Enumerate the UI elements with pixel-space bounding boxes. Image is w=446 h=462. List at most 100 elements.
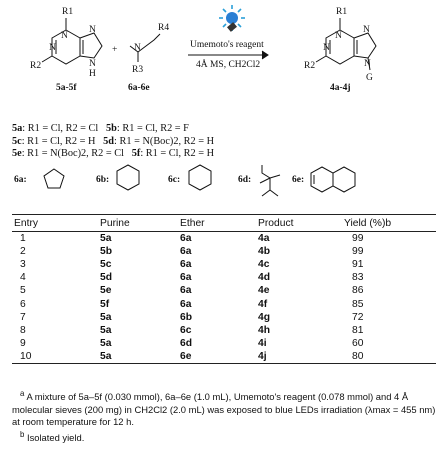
- col-purine: Purine: [100, 214, 180, 232]
- svg-text:N: N: [89, 59, 96, 69]
- r1-label: R1: [62, 7, 73, 17]
- svg-text:6a:: 6a:: [14, 175, 27, 185]
- table-cell: 6a: [180, 272, 192, 284]
- table-cell: 4d: [258, 272, 271, 284]
- reagent-label: Umemoto's reagent: [190, 40, 264, 50]
- svg-text:H: H: [89, 69, 96, 79]
- table-cell: 6b: [180, 311, 193, 323]
- col-ether: Ether: [180, 214, 258, 232]
- blue-led-icon: [219, 5, 245, 32]
- table-cell: 72: [352, 311, 364, 323]
- table-cell: 91: [352, 259, 364, 271]
- table-cell: 6a: [180, 246, 192, 258]
- r4-label: R4: [158, 23, 169, 33]
- table-header-row: Entry Purine Ether Product Yield (%)b: [12, 214, 436, 232]
- substrate-list: 5a: R1 = Cl, R2 = Cl 5b: R1 = Cl, R2 = F…: [12, 123, 442, 161]
- svg-text:R2: R2: [304, 61, 315, 71]
- svg-text:N: N: [89, 25, 96, 35]
- r2-label: R2: [30, 61, 41, 71]
- table-cell: 6a: [180, 233, 192, 245]
- table-row: 6 5f 6a 4f 85: [12, 297, 436, 310]
- table-cell: 5a: [100, 337, 112, 349]
- g-label: G: [366, 73, 373, 83]
- table-cell: 6d: [180, 337, 193, 349]
- table-cell: 5b: [100, 246, 113, 258]
- table-cell: 4g: [258, 311, 271, 323]
- footnote-b: b Isolated yield.: [20, 429, 85, 443]
- table-cell: 6e: [180, 349, 258, 364]
- table-cell: 81: [352, 324, 364, 336]
- col-entry: Entry: [12, 214, 100, 232]
- plus-sign: +: [112, 45, 117, 55]
- table-cell: 10: [12, 349, 100, 364]
- svg-text:6d:: 6d:: [238, 175, 251, 185]
- table-cell: 4b: [258, 246, 271, 258]
- svg-text:N: N: [134, 43, 141, 53]
- col-product: Product: [258, 214, 344, 232]
- table-cell: 5c: [100, 259, 112, 271]
- table-cell: 99: [352, 233, 364, 245]
- table-cell: 60: [352, 337, 364, 349]
- footnote-a: a A mixture of 5a–5f (0.030 mmol), 6a–6e…: [12, 389, 436, 428]
- substrate-row: 5a: R1 = Cl, R2 = Cl 5b: R1 = Cl, R2 = F: [12, 123, 189, 134]
- svg-text:6b:: 6b:: [96, 175, 109, 185]
- svg-text:N: N: [363, 25, 370, 35]
- table-cell: 4i: [258, 337, 267, 349]
- r3-label: R3: [132, 65, 143, 75]
- substrate-row: 5c: R1 = Cl, R2 = H 5d: R1 = N(Boc)2, R2…: [12, 135, 215, 147]
- ether-6b-ring: [116, 164, 140, 191]
- ether-structures: 6a: 6b: 6c: 6d: 6e:: [14, 164, 356, 197]
- table-footnotes: a A mixture of 5a–5f (0.030 mmol), 6a–6e…: [12, 388, 438, 444]
- table-cell: 80: [344, 349, 436, 364]
- table-cell: 99: [352, 246, 364, 258]
- table-cell: 4f: [258, 298, 268, 310]
- table-row: 7 5a 6b 4g 72: [12, 311, 436, 324]
- table-cell: 4: [20, 272, 26, 284]
- ether-6c-ring: [188, 164, 212, 191]
- table-cell: 4h: [258, 324, 271, 336]
- purine-label: 5a-5f: [56, 83, 77, 93]
- svg-text:R1: R1: [336, 7, 347, 17]
- product-label: 4a-4j: [330, 83, 351, 93]
- ether-6d-structure: [261, 165, 271, 190]
- table-cell: 5a: [100, 349, 180, 364]
- table-row: 3 5c 6a 4c 91: [12, 258, 436, 271]
- table-cell: 4c: [258, 259, 270, 271]
- svg-text:N: N: [61, 31, 68, 41]
- yield-table: Entry Purine Ether Product Yield (%)b 1 5…: [12, 214, 436, 364]
- svg-text:6c:: 6c:: [168, 175, 180, 185]
- conditions-label: 4Å MS, CH2Cl2: [196, 58, 260, 70]
- table-cell: 4a: [258, 233, 270, 245]
- table-cell: 3: [20, 259, 26, 271]
- table-cell: 6: [20, 298, 26, 310]
- substrate-row: 5e: R1 = N(Boc)2, R2 = Cl 5f: R1 = Cl, R…: [12, 148, 215, 159]
- table-cell: 5d: [100, 272, 113, 284]
- table-cell: 86: [352, 285, 364, 297]
- svg-text:N: N: [364, 59, 371, 69]
- table-cell: 4j: [258, 349, 344, 364]
- table-cell: 4e: [258, 285, 270, 297]
- table-cell: 8: [20, 324, 26, 336]
- table-cell: 6a: [180, 298, 192, 310]
- table-cell: 5a: [100, 311, 112, 323]
- ether-structure: [129, 33, 161, 53]
- table-cell: 6a: [180, 285, 192, 297]
- table-cell: 1: [20, 233, 26, 245]
- svg-text:N: N: [49, 43, 56, 53]
- svg-text:6e:: 6e:: [292, 175, 304, 185]
- table-cell: 7: [20, 311, 26, 323]
- table-cell: 5: [20, 285, 26, 297]
- table-cell: 6a: [180, 259, 192, 271]
- table-cell: 5f: [100, 298, 110, 310]
- table-cell: 5a: [100, 324, 112, 336]
- table-cell: 85: [352, 298, 364, 310]
- svg-text:N: N: [323, 43, 330, 53]
- ether-label: 6a-6e: [128, 83, 150, 93]
